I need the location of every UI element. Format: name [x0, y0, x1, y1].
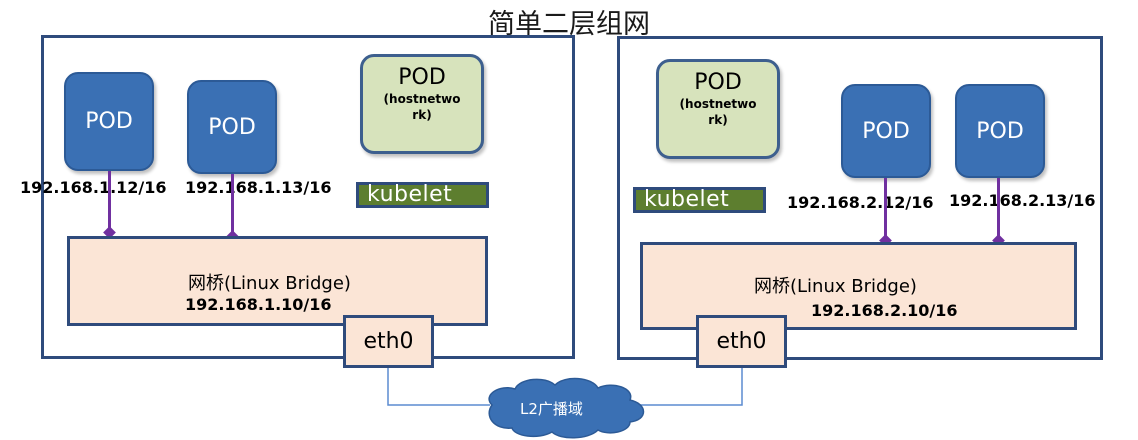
bridge-ip: 192.168.1.10/16 [185, 295, 332, 314]
left-kubelet: kubelet [356, 182, 489, 208]
left-eth-link [387, 368, 490, 406]
left-pod-1-link [108, 171, 111, 235]
bridge-label: 网桥(Linux Bridge) [188, 273, 351, 294]
pod-label: POD [694, 70, 742, 95]
right-kubelet: kubelet [633, 187, 766, 213]
hostnetwork-label-1: (hostnetwo [383, 92, 461, 106]
bridge-label: 网桥(Linux Bridge) [754, 276, 917, 297]
left-pod-2-ip: 192.168.1.13/16 [185, 178, 332, 197]
right-pod-2-ip: 192.168.2.13/16 [949, 191, 1096, 210]
right-pod-1-ip: 192.168.2.12/16 [787, 193, 934, 212]
right-eth0[interactable]: eth0 [696, 315, 787, 368]
left-hostnetwork-pod[interactable]: POD (hostnetwo rk) [360, 54, 484, 154]
hostnetwork-label-2: rk) [412, 108, 432, 122]
right-pod-2-link [997, 178, 1000, 240]
left-eth0[interactable]: eth0 [343, 315, 434, 368]
hostnetwork-label-2: rk) [708, 113, 728, 127]
pod-label: POD [862, 118, 910, 144]
l2-broadcast-domain-label: L2广播域 [520, 400, 583, 418]
right-eth-link [640, 368, 743, 406]
hostnetwork-label-1: (hostnetwo [679, 97, 757, 111]
left-pod-1-ip: 192.168.1.12/16 [20, 178, 167, 197]
l2-cloud-shape [488, 377, 645, 439]
pod-label: POD [398, 65, 446, 90]
diagram-title: 简单二层组网 [488, 9, 650, 40]
right-pod-2[interactable]: POD [955, 84, 1045, 178]
right-hostnetwork-pod[interactable]: POD (hostnetwo rk) [656, 59, 780, 159]
right-pod-1[interactable]: POD [841, 84, 931, 178]
pod-label: POD [208, 114, 256, 140]
left-linux-bridge: 网桥(Linux Bridge) 192.168.1.10/16 [67, 236, 488, 326]
pod-label: POD [976, 118, 1024, 144]
left-pod-2[interactable]: POD [187, 80, 277, 174]
bridge-ip: 192.168.2.10/16 [811, 301, 958, 320]
right-pod-1-link [884, 178, 887, 240]
pod-label: POD [85, 109, 133, 134]
left-pod-1[interactable]: POD [64, 72, 154, 171]
left-pod-2-link [231, 174, 234, 236]
